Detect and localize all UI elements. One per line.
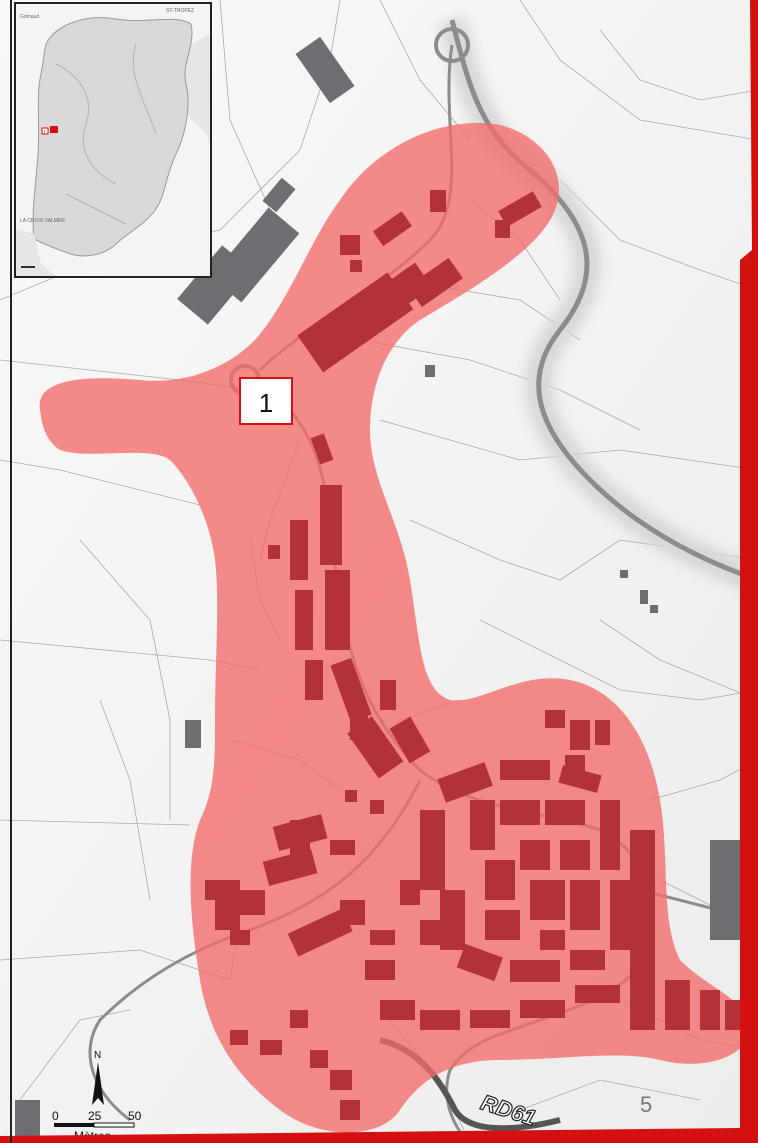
svg-text:0: 0 <box>52 1109 59 1123</box>
svg-text:N: N <box>94 1050 101 1061</box>
inset-label-la-croix-valmer: LA CROIX-VALMER <box>20 218 65 224</box>
inset-label-grimaud: Grimaud <box>20 14 39 20</box>
buildings-outside-zone <box>15 36 755 1140</box>
inset-location-marker <box>41 127 49 135</box>
zone-1-label: 1 <box>259 388 273 418</box>
inset-map-canvas: 1 ST-TROPEZ Grimaud LA CROIX-VALMER <box>16 4 210 276</box>
inset-land <box>32 17 193 257</box>
north-arrow-icon: N <box>92 1050 104 1105</box>
svg-text:50: 50 <box>128 1109 142 1123</box>
svg-text:1: 1 <box>43 130 46 136</box>
page-number: 5 <box>640 1092 652 1117</box>
buildings-in-zone <box>205 190 740 1120</box>
svg-text:25: 25 <box>88 1109 102 1123</box>
zone-1-marker[interactable]: 1 <box>239 377 293 425</box>
inset-label-st-tropez: ST-TROPEZ <box>166 8 194 14</box>
inset-map: 1 ST-TROPEZ Grimaud LA CROIX-VALMER <box>14 2 212 278</box>
